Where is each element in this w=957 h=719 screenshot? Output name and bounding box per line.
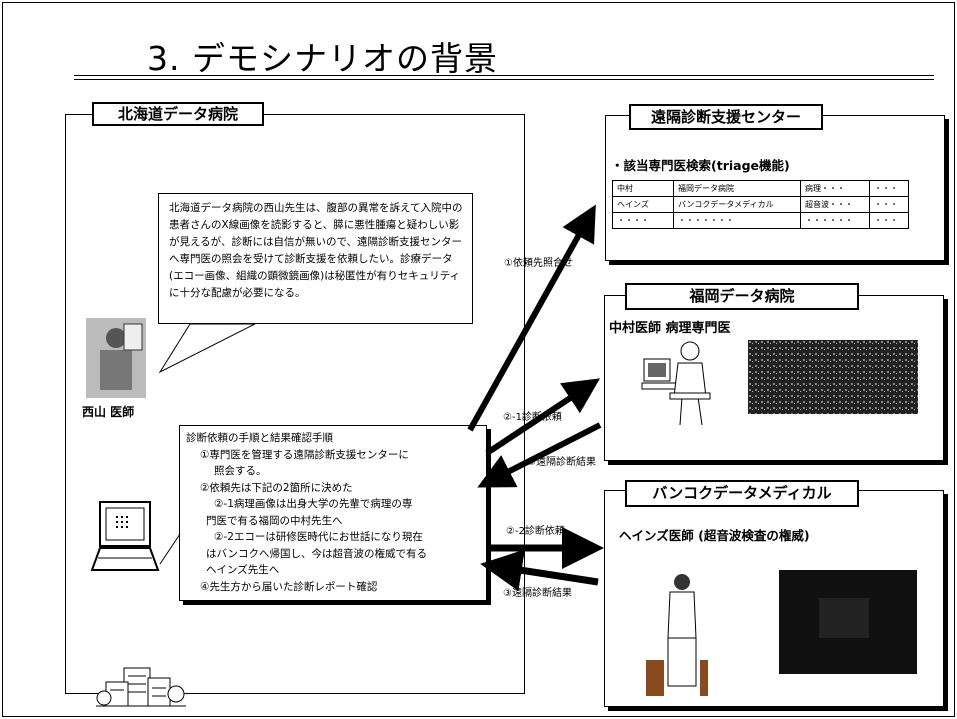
pathologist-illustration — [641, 341, 711, 426]
arrow-label-result-fukuoka: ③遠隔診断結果 — [527, 457, 596, 468]
fukuoka-label: 福岡データ病院 — [625, 283, 859, 310]
arrow-inquiry — [467, 204, 596, 432]
table-row: ・・・・ ・・・・・・・ ・・・・・・ ・・・ — [612, 212, 909, 229]
procedure-steps: 診断依頼の手順と結果確認手順 ①専門医を管理する遠隔診断支援センターに 照会する… — [179, 425, 487, 601]
table-cell: ・・・・ — [612, 212, 674, 229]
doctor-nishiyama-label: 西山 医師 — [82, 405, 135, 419]
hospital-building-icon — [96, 667, 186, 707]
step-line: ②依頼先は下記の2箇所に決めた — [200, 481, 353, 494]
table-cell: ・・・・・・ — [800, 212, 870, 229]
arrow-result-fukuoka — [477, 422, 602, 488]
table-row: 中村 福岡データ病院 病理・・・ ・・・ — [612, 180, 909, 197]
arrow-label-inquiry: ①依頼先照合せ — [504, 258, 573, 269]
center-label: 遠隔診断支援センター — [629, 104, 823, 130]
step-line: はバンコクへ帰国し、今は超音波の権威で有る — [206, 547, 428, 560]
steps-title: 診断依頼の手順と結果確認手順 — [186, 432, 333, 444]
hokkaido-label: 北海道データ病院 — [92, 102, 264, 126]
arrow-result-bangkok — [480, 549, 599, 592]
ultrasound-doctor-illustration — [646, 574, 708, 696]
table-cell: ・・・・・・・ — [673, 212, 801, 229]
step-line: ヘインズ先生へ — [206, 564, 280, 576]
step-line: 門医で有る福岡の中村先生へ — [206, 514, 343, 527]
bangkok-label: バンコクデータメディカル — [625, 480, 859, 507]
pathology-image — [748, 340, 918, 414]
fukuoka-doctor-label: 中村医師 病理専門医 — [609, 321, 731, 336]
triage-search-title: ・該当専門医検索(triage機能) — [611, 158, 790, 173]
arrow-label-request-bangkok: ②-2診断依頼 — [506, 526, 565, 537]
step-line: ②-1病理画像は出身大学の先輩で病理の専 — [214, 498, 413, 510]
arrow-label-request-fukuoka: ②-1診断依頼 — [503, 412, 562, 423]
title-rule — [74, 75, 934, 76]
step-line: ④先生方から届いた診断レポート確認 — [200, 580, 378, 593]
ultrasound-image — [779, 570, 917, 674]
arrow-request-fukuoka — [485, 378, 601, 456]
laptop-icon — [90, 501, 160, 571]
arrow-label-result-bangkok: ③遠隔診断結果 — [503, 588, 572, 599]
title-rule-2 — [74, 79, 934, 80]
doctor-callout: 北海道データ病院の西山先生は、腹部の異常を訴えて入院中の患者さんのX線画像を読影… — [158, 193, 473, 324]
doctor-nishiyama-illustration — [86, 318, 146, 398]
step-line: 照会する。 — [214, 465, 267, 477]
callout-tail — [158, 323, 256, 374]
slide-title: 3. デモシナリオの背景 — [147, 39, 498, 78]
connector-line — [159, 533, 181, 565]
step-line: ②-2エコーは研修医時代にお世話になり現在 — [214, 531, 423, 543]
bangkok-doctor-label: ヘインズ医師 (超音波検査の権威) — [619, 528, 810, 543]
triage-table: 中村 福岡データ病院 病理・・・ ・・・ ヘインズ バンコクデータメディカル 超… — [612, 180, 909, 229]
table-cell: ・・・ — [869, 212, 909, 229]
step-line: ①専門医を管理する遠隔診断支援センターに — [200, 448, 409, 461]
